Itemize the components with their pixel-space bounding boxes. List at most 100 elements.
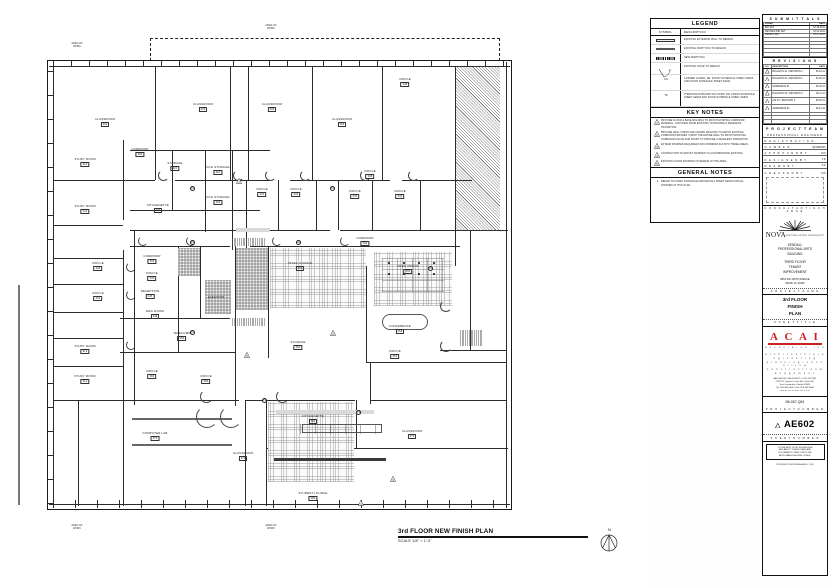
room-name: OFFICE (146, 369, 158, 373)
designed-by-row: D E S I G N E D B Y J R (763, 156, 827, 163)
hatch-elevator-core (205, 280, 231, 314)
workstation-dot (433, 262, 435, 264)
key-note-number-icon: 4 (653, 151, 660, 158)
plan-title-rule (398, 536, 588, 538)
corner-guard-tag[interactable]: CG (190, 330, 195, 335)
corner-guard-tag[interactable]: CG (190, 240, 195, 245)
room-name: OFFICE (256, 187, 268, 191)
corner-guard-tag[interactable]: CG (428, 266, 433, 271)
project-name-caption: P R O J E C T N A M E (763, 287, 827, 295)
project-team-heading: P R O J E C T T E A M (766, 126, 824, 131)
corner-guard-tag[interactable]: TS (356, 410, 361, 415)
room-number: 311 (80, 209, 90, 215)
legend-row: EXISTING DOOR TO REMAIN (651, 62, 759, 77)
wall-corridor-mid2 (130, 246, 230, 248)
exterior-wall-right (506, 62, 508, 508)
revisions-table: NO. DESCRIPTION DATE BULLETIN 01 / REVIS… (763, 64, 827, 125)
room-number: 313 (80, 349, 90, 355)
wall-v-172 (172, 150, 174, 210)
svg-text:4: 4 (360, 502, 362, 506)
wall-band-258 (53, 258, 123, 260)
general-note-number: 1. (656, 180, 659, 184)
key-note-text: EXTEND FINISHES REQUIRED FOR CORRIDOR 34… (661, 143, 749, 147)
equipment-row-lounge (302, 424, 382, 433)
room-name: ELEVATOR (207, 295, 225, 299)
room-number: 300 (135, 152, 145, 158)
acai-logo: A C A I a s s o c i a t e s , i n c . a … (763, 327, 827, 396)
acai-rule (768, 343, 822, 345)
wall-v-366-d (366, 266, 368, 362)
room-name: STAFF LOUNGE (287, 261, 313, 265)
room-name: CLASSROOM (261, 102, 283, 106)
nova-suffix: SOUTHEASTERN UNIVERSITY (785, 233, 825, 237)
submittals-section: S U B M I T T A L S PHASE DATE BID SET 0… (763, 15, 827, 58)
project-number-section: 98-007.Q81 P R O J E C T N U M B E R (763, 397, 827, 414)
legend-description: THRESHOLD/TRANSITION STRIP, RE: FINISH S… (684, 92, 755, 99)
hatch-right-grille (460, 330, 482, 346)
revision-date: 03.18.11 (809, 67, 827, 77)
revision-description: ADDENDUM 01 (770, 82, 810, 91)
room-number: 310 (80, 162, 90, 168)
corner-guard-tag[interactable]: CG (330, 186, 335, 191)
room-number: 380 (308, 496, 318, 502)
revision-row: ADDENDUM 02 09.14.11 (763, 104, 827, 113)
workstation-dot (403, 262, 405, 264)
key-note-tag[interactable]: 1 (236, 178, 242, 184)
computer-lab-tables (132, 444, 232, 446)
floor-plan-drawing[interactable]: 1 2 3 4 5 CG CG CG CG CG CG TS TS CLASSR… (0, 0, 648, 588)
address-line-2: MIAMI, FL 33183 (785, 281, 805, 285)
drawn-by-row: D R A W N B Y A K (763, 163, 827, 169)
corner-guard-tag[interactable]: TS (262, 398, 267, 403)
window-mullions-top (53, 60, 508, 66)
acai-website[interactable]: w w w . a c a i w o r l d . c o m (780, 390, 810, 393)
room-name: CLASSROOM (331, 117, 353, 121)
key-note-tag[interactable]: 3 (390, 476, 396, 482)
wall-corridor-top-c (290, 180, 390, 182)
room-number: 352 (295, 266, 305, 272)
room-number: 300 (147, 259, 157, 265)
corner-guard-tag[interactable]: CG (190, 186, 195, 191)
workstation-dot (418, 262, 420, 264)
wall-v-310 (312, 66, 314, 180)
checked-by-label: C H E C K E D B Y (764, 171, 804, 175)
room-name: KITCHENETTE (301, 414, 325, 418)
room-name: CORRIDOR (143, 254, 161, 258)
wall-band-405b (370, 400, 506, 402)
drawn-by-value: A K (821, 164, 826, 168)
acai-phone: Tel: 954.484.4000 • Fax: 954.484.4080 (776, 387, 814, 390)
sheet-title-line-2: FINISH (787, 303, 803, 309)
exterior-wall-top (49, 66, 510, 68)
legend-row: EXISTING EXTERIOR WALL TO REMAIN (651, 35, 759, 45)
nova-name: NOVA (765, 230, 786, 239)
hatch-student-lounge-floor (268, 402, 354, 482)
key-note-tag[interactable]: 2 (330, 330, 336, 336)
room-number: 370 (150, 436, 160, 442)
key-note-tag[interactable]: 5 (244, 352, 250, 358)
wall-corridor-mid (130, 230, 330, 232)
sheet-title-line-1: 3rd FLOOR (782, 297, 808, 303)
key-note-number-icon: 1 (653, 119, 660, 129)
wall-band-150 (130, 150, 270, 152)
legend-symbol-cell (651, 35, 681, 44)
key-note-number-icon: 5 (653, 160, 660, 166)
general-note-text: REFER TO FINISH SCHEDULE AND DETAILS SHE… (661, 180, 744, 187)
door-swing (276, 390, 289, 403)
room-name: KITCHENETTE (146, 203, 170, 207)
wall-v-316 (316, 180, 318, 230)
corner-guard-tag[interactable]: CG (296, 240, 301, 245)
revision-number-icon (763, 97, 772, 106)
key-note-tag[interactable]: 4 (358, 500, 364, 506)
wall-band-338 (53, 338, 123, 340)
workstation-dot (388, 273, 390, 275)
